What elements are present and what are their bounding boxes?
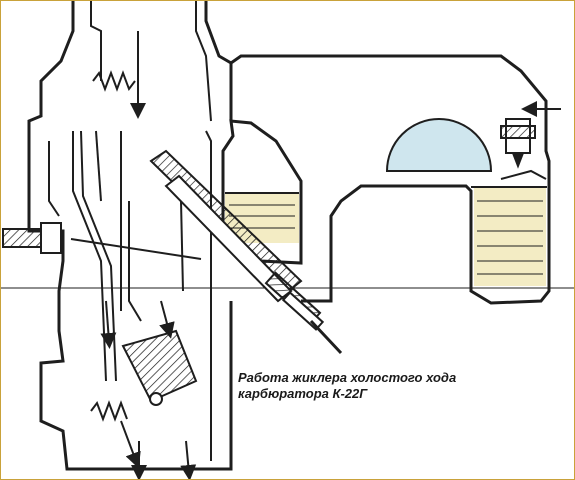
caption-line-2: карбюратора К-22Г <box>238 386 368 401</box>
caption-line-1: Работа жиклера холостого хода <box>238 370 457 385</box>
air-channel <box>48 130 117 382</box>
flow-arrows <box>70 31 202 479</box>
fuel-right <box>474 186 546 286</box>
float-dome <box>385 118 493 172</box>
fuel-right-lines <box>471 186 547 275</box>
throttle-valve <box>121 329 198 406</box>
spring <box>92 70 136 92</box>
fuel-left-lines <box>225 192 299 229</box>
diagram-caption: Работа жиклера холостого хода карбюратор… <box>238 370 488 402</box>
throat <box>90 1 212 461</box>
idle-jet-assembly <box>149 149 343 355</box>
lower-spring <box>90 400 128 422</box>
needle-valve <box>500 118 547 180</box>
adjustment-screw <box>2 222 62 254</box>
